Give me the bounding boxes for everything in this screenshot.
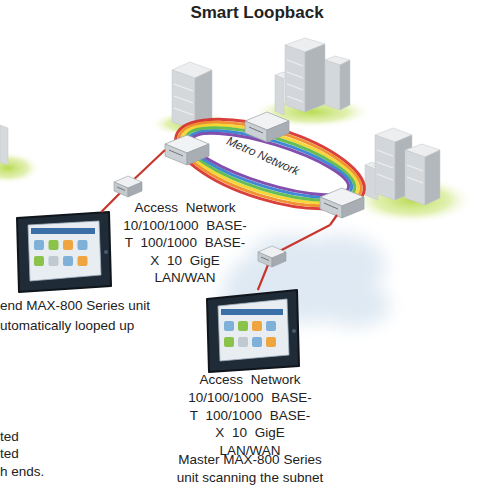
building-windows — [377, 162, 393, 168]
screen-icon — [49, 240, 59, 250]
building-windows — [287, 84, 303, 90]
building — [325, 60, 340, 110]
building — [285, 45, 305, 112]
cloud — [320, 283, 390, 327]
ethernet-switch — [272, 252, 286, 267]
ethernet-switch — [114, 176, 142, 188]
test-unit-tablet — [207, 290, 299, 372]
tablet-outline — [205, 290, 301, 372]
ethernet-switch — [261, 257, 269, 261]
router-box — [165, 135, 209, 165]
screen-icon — [34, 240, 44, 250]
screen-icon — [238, 337, 248, 347]
diagram-title: Smart Loopback — [150, 3, 364, 23]
test-unit: Master MAX-800 Series unit scanning the … — [205, 290, 301, 372]
router-side — [342, 197, 364, 218]
building-windows — [287, 96, 303, 102]
cloud — [250, 235, 330, 275]
router-ports — [249, 127, 263, 133]
screen-icon — [266, 321, 276, 331]
screen-icon — [224, 321, 234, 331]
router-ports — [324, 203, 338, 209]
test-unit: end MAX-800 Series unit utomatically loo… — [15, 212, 113, 292]
router-front — [320, 197, 342, 218]
screen-icon — [63, 240, 73, 250]
building — [0, 125, 8, 165]
cloud — [220, 235, 390, 328]
screen-icon — [224, 337, 234, 347]
test-unit-tablet — [17, 212, 111, 292]
router-front — [245, 121, 267, 142]
screen-icon — [266, 337, 276, 347]
cropped-note: ted — [0, 445, 60, 463]
screen-icon — [252, 321, 262, 331]
ethernet-switch — [114, 182, 128, 197]
cropped-note: ted — [0, 428, 60, 446]
tablet-body — [17, 212, 111, 292]
tablet-screen — [28, 221, 101, 281]
tablet-outline — [15, 212, 113, 292]
screen-icon — [49, 256, 59, 266]
ground-glow — [0, 96, 474, 224]
building — [275, 75, 284, 115]
router-ports — [169, 150, 183, 156]
router-box — [320, 188, 364, 218]
building-windows — [174, 84, 193, 91]
cropped-note: h ends. — [0, 463, 80, 481]
building-windows — [407, 177, 423, 183]
router-box — [245, 112, 289, 142]
building — [305, 44, 325, 112]
unit-caption: end MAX-800 Series unit utomatically loo… — [0, 296, 168, 336]
ethernet-switch — [258, 252, 272, 267]
screen-header — [31, 228, 95, 234]
ethernet-switch — [128, 182, 142, 197]
building-windows — [287, 60, 303, 66]
building — [405, 150, 425, 205]
building — [425, 150, 440, 205]
building-windows — [407, 165, 423, 171]
building-windows — [377, 150, 393, 156]
tablet-body — [207, 290, 299, 372]
ethernet-switch — [258, 246, 286, 258]
tablet-screen — [218, 299, 289, 361]
screen-icon — [63, 256, 73, 266]
building-windows — [287, 72, 303, 78]
network-cable — [101, 150, 165, 212]
router-front — [165, 144, 187, 165]
ethernet-switch — [258, 246, 286, 267]
screen-icon — [252, 337, 262, 347]
access-network-label: Access Network 10/100/1000 BASE-T 100/10… — [186, 371, 315, 460]
ethernet-switch — [114, 176, 142, 197]
screen-icon — [238, 321, 248, 331]
tablet-button — [292, 329, 296, 333]
router-side — [267, 121, 289, 142]
building-windows — [174, 96, 193, 103]
network-cable — [258, 225, 330, 290]
screen-icon — [78, 240, 88, 250]
router-side — [187, 144, 209, 165]
tablet-button — [104, 250, 108, 254]
building — [340, 60, 350, 110]
screen-icon — [34, 256, 44, 266]
access-network-label: Access Network 10/100/1000 BASE-T 100/10… — [121, 199, 250, 287]
screen-header — [221, 309, 283, 315]
ethernet-switch — [117, 187, 125, 191]
building-windows — [377, 174, 393, 180]
screen-icon — [78, 256, 88, 266]
building — [375, 135, 395, 200]
building-windows — [174, 108, 193, 115]
cable-stub — [330, 215, 337, 225]
